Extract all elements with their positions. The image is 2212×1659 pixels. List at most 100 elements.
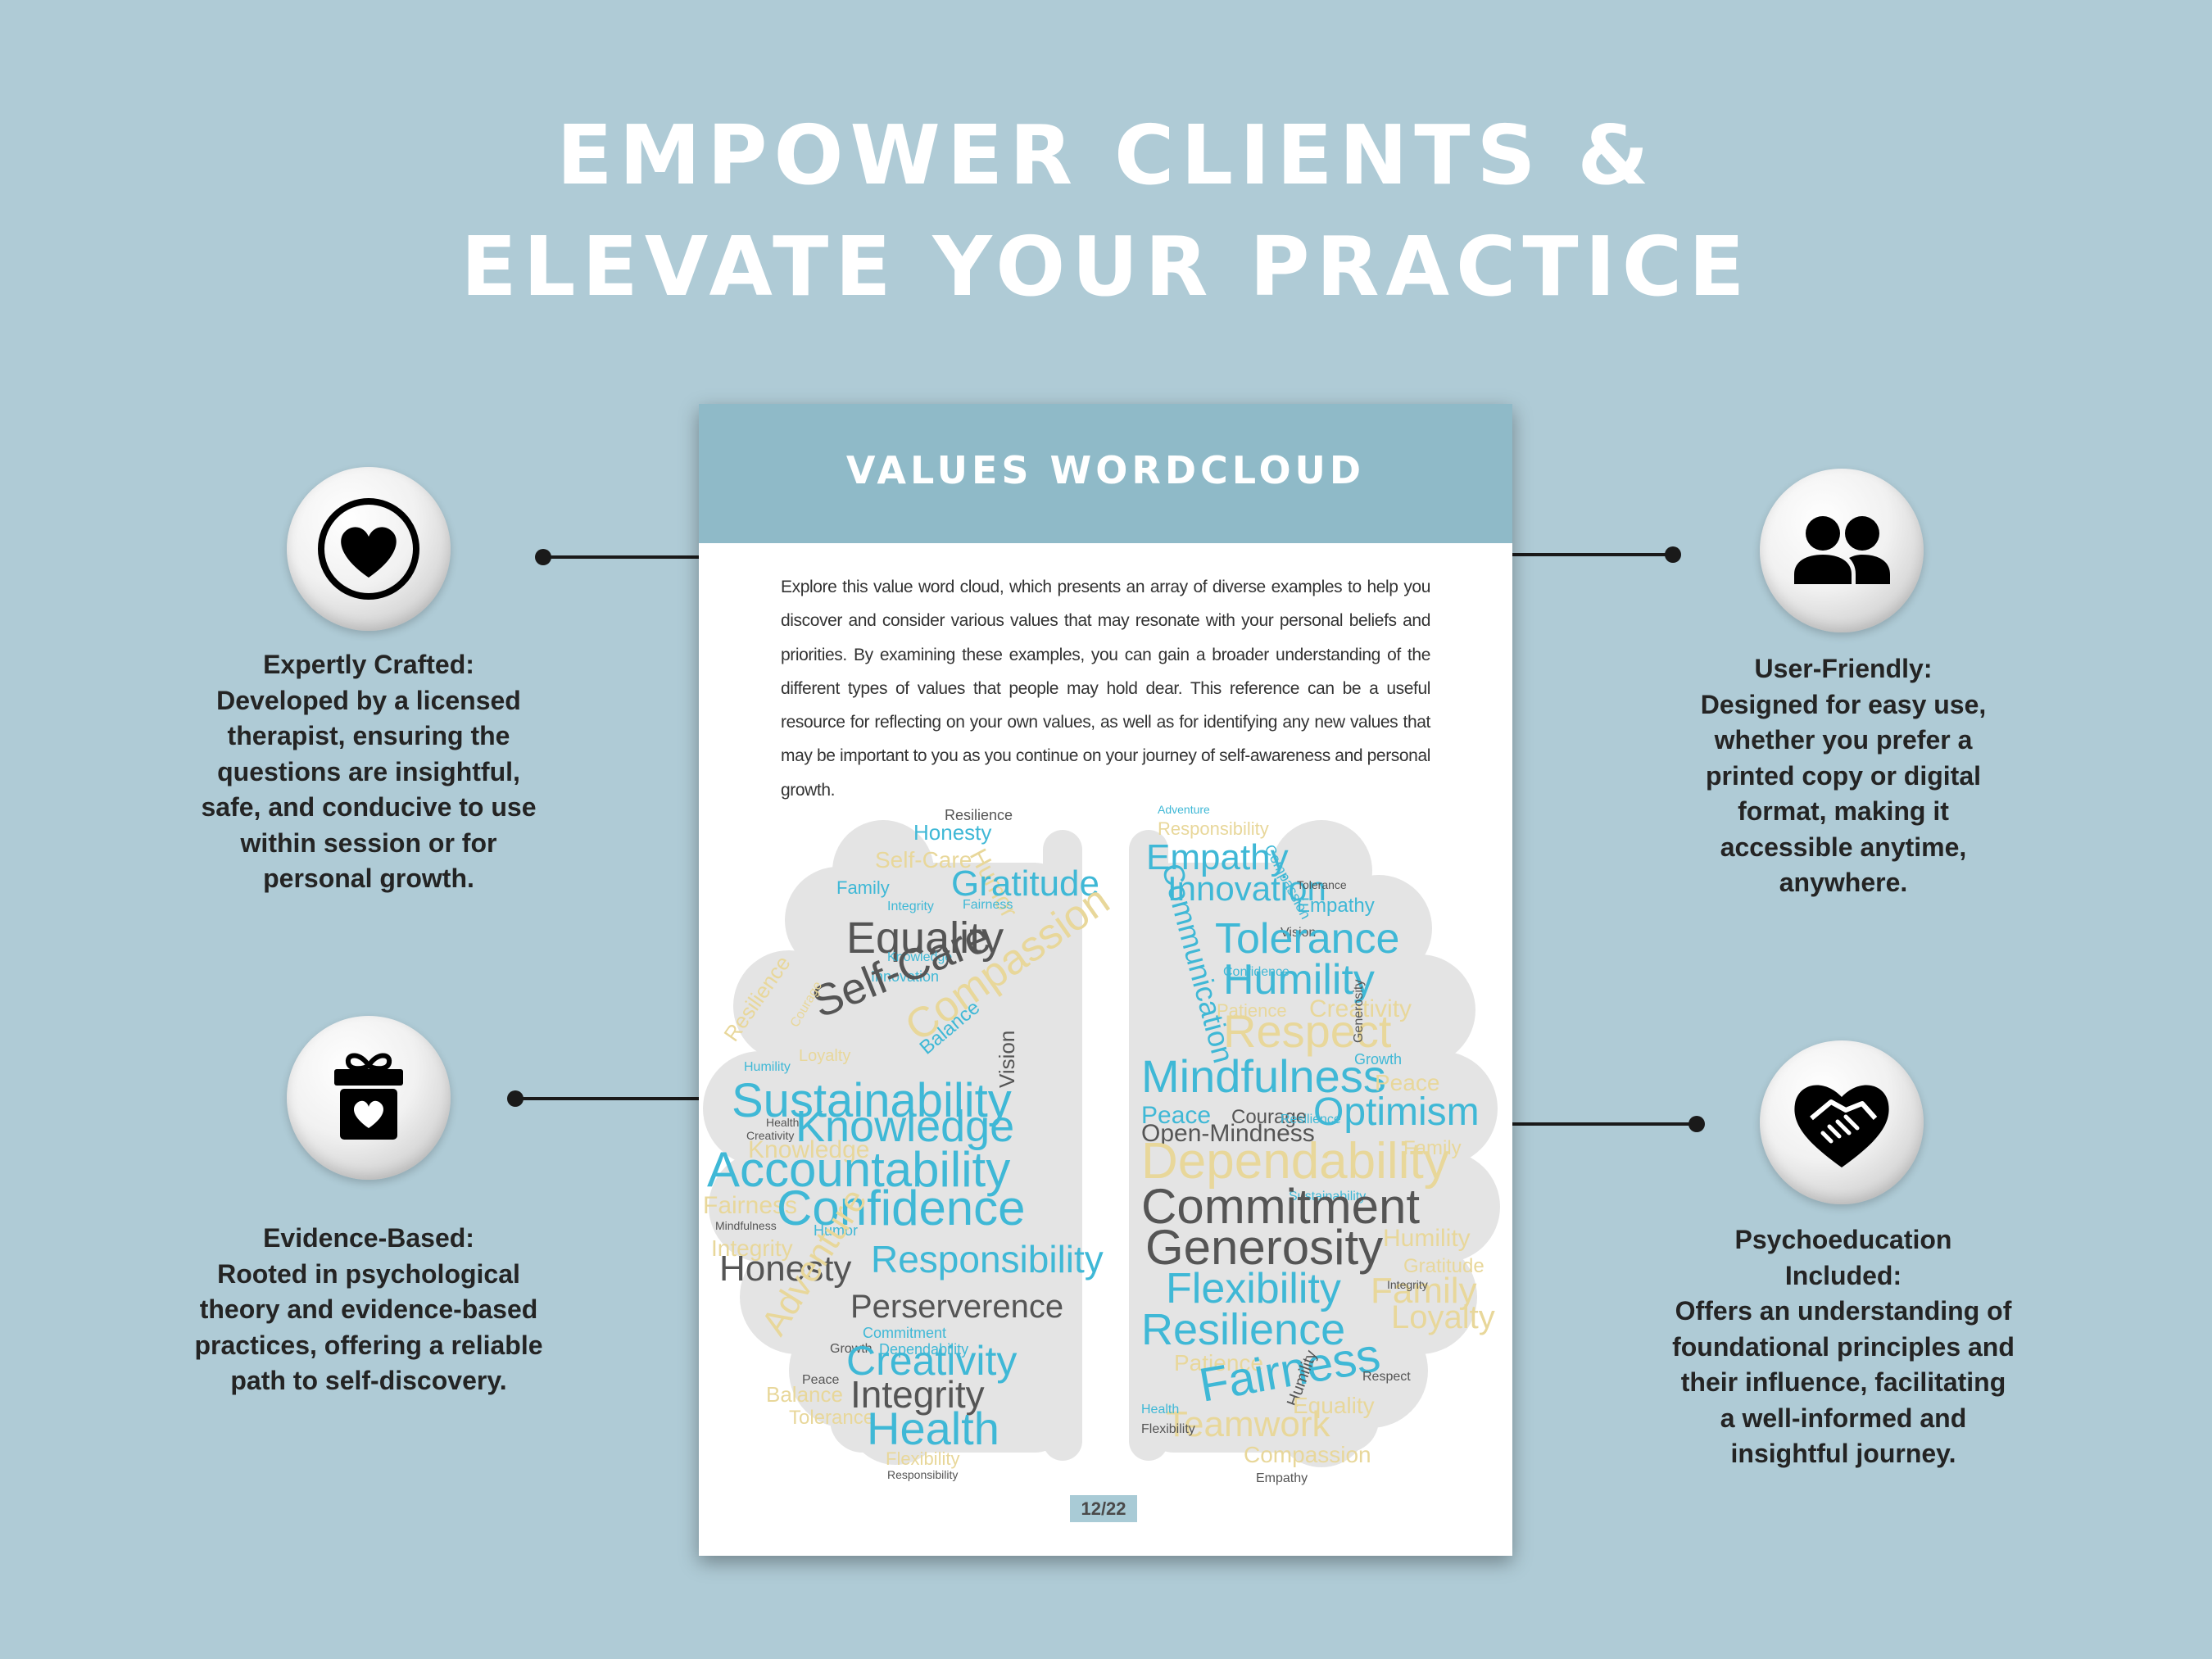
connector-line-top-left	[542, 555, 700, 559]
wordcloud-word: Self-Care	[875, 847, 972, 873]
wordcloud-word: Health	[867, 1403, 999, 1454]
wordcloud-word: Dependability	[879, 1341, 968, 1358]
wordcloud-word: Humility	[744, 1060, 791, 1074]
feature-evidence-based: Evidence-Based: Rooted in psychological …	[188, 1221, 549, 1399]
wordcloud-word: Optimism	[1313, 1090, 1480, 1134]
wordcloud-word: Dependability	[1141, 1133, 1449, 1190]
wordcloud-word: Integrity	[850, 1373, 985, 1416]
wordcloud-word: Empathy	[1146, 837, 1289, 877]
wordcloud-word: Mindfulness	[1141, 1050, 1386, 1102]
wordcloud-right-hemisphere: AdventureResponsibilityEmpathyCompassion…	[1141, 803, 1495, 1485]
document-page: VALUES WORDCLOUD Explore this value word…	[699, 404, 1512, 1556]
feature-expertly-crafted: Expertly Crafted: Developed by a license…	[197, 647, 541, 897]
connector-line-bottom-left	[514, 1097, 700, 1100]
wordcloud-word: Responsibility	[887, 1468, 958, 1481]
wordcloud-word: Flexibility	[1166, 1265, 1341, 1312]
wordcloud-word: Generosity	[1145, 1220, 1383, 1275]
feature-user-friendly: User-Friendly: Designed for easy use, wh…	[1671, 651, 2015, 901]
wordcloud-word: Empathy	[1297, 895, 1375, 917]
wordcloud-word: Accountability	[707, 1142, 1010, 1197]
brain-shape	[703, 820, 1500, 1467]
wordcloud-word: Empathy	[1256, 1471, 1308, 1485]
wordcloud-word: Open-Mindness	[1141, 1120, 1315, 1147]
connector-line-bottom-right	[1512, 1122, 1697, 1126]
wordcloud-word: Sustainability	[732, 1074, 1012, 1127]
headline-line-1: EMPOWER CLIENTS &	[556, 107, 1656, 203]
feature-title: Psychoeducation Included:	[1734, 1225, 1952, 1290]
wordcloud-word: Balance	[766, 1382, 843, 1407]
wordcloud-word: Family	[836, 877, 890, 898]
wordcloud-word: Gratitude	[1403, 1255, 1484, 1277]
wordcloud-word: Knowledge	[796, 1102, 1014, 1151]
wordcloud-word: Confidence	[777, 1181, 1026, 1235]
users-icon	[1794, 516, 1890, 584]
document-title: VALUES WORDCLOUD	[845, 448, 1366, 492]
wordcloud-word: Growth	[830, 1342, 873, 1356]
wordcloud-word: Vision	[995, 1031, 1019, 1088]
wordcloud-word: Resilience	[945, 807, 1013, 823]
connector-line-top-right	[1512, 553, 1673, 556]
wordcloud-word: Integrity	[1387, 1278, 1428, 1291]
wordcloud-word: Responsibility	[1158, 818, 1269, 839]
page-number: 12/22	[1070, 1495, 1137, 1522]
wordcloud-word: Compassion	[1244, 1442, 1371, 1467]
wordcloud-word: Fairness	[703, 1192, 797, 1219]
wordcloud-word: Peace	[802, 1373, 839, 1387]
wordcloud-word: Integrity	[887, 900, 934, 913]
wordcloud-word: Gratitude	[951, 863, 1099, 904]
feature-description: Offers an understanding of foundational …	[1672, 1296, 2015, 1468]
wordcloud-word: Honesty	[913, 820, 991, 845]
badge-expertly-crafted	[287, 467, 451, 631]
wordcloud-word: Commitment	[863, 1325, 946, 1341]
wordcloud-word: Respect	[1362, 1370, 1411, 1384]
wordcloud-word: Tolerance	[1215, 915, 1399, 963]
feature-psychoeducation: Psychoeducation Included: Offers an unde…	[1671, 1222, 2015, 1472]
heart-handshake-icon	[1794, 1085, 1889, 1167]
wordcloud-word: Mindfulness	[715, 1219, 777, 1232]
badge-evidence-based	[287, 1016, 451, 1180]
document-intro: Explore this value word cloud, which pre…	[781, 578, 1430, 800]
wordcloud-word: Innovation	[1167, 869, 1326, 908]
wordcloud-word: Innovation	[871, 968, 939, 985]
wordcloud-word: Tolerance	[1297, 878, 1347, 891]
wordcloud-word: Flexibility	[1141, 1422, 1195, 1436]
badge-user-friendly	[1760, 469, 1924, 632]
wordcloud-word: Honesty	[719, 1249, 851, 1289]
wordcloud-word: Courage	[1231, 1106, 1307, 1128]
wordcloud-word: Knowledge	[748, 1136, 869, 1163]
wordcloud-word: Flexibility	[886, 1448, 959, 1469]
feature-title: Evidence-Based:	[263, 1223, 474, 1253]
gift-heart-icon	[334, 1053, 403, 1140]
wordcloud-word: Humility	[1223, 956, 1375, 1004]
wordcloud-word: Tolerance	[789, 1407, 874, 1429]
wordcloud-word: Equality	[1293, 1393, 1375, 1418]
wordcloud-word: Resilience	[1141, 1305, 1345, 1354]
wordcloud-word: Teamwork	[1166, 1404, 1330, 1444]
feature-description: Designed for easy use, whether you prefe…	[1700, 689, 1987, 898]
wordcloud-word: Respect	[1223, 1005, 1392, 1057]
wordcloud-word: Knowledge	[887, 950, 952, 964]
heart-circle-icon	[318, 498, 419, 600]
feature-description: Rooted in psychological theory and evide…	[194, 1258, 543, 1396]
wordcloud-word: Resilience	[1281, 1113, 1341, 1126]
wordcloud-word: Commitment	[1141, 1179, 1420, 1234]
wordcloud-word: Humility	[1383, 1225, 1471, 1252]
wordcloud-word: Peace	[1375, 1070, 1439, 1095]
wordcloud-word: Peace	[1141, 1102, 1211, 1129]
wordcloud-word: Generosity	[1352, 980, 1366, 1043]
headline-line-2: ELEVATE YOUR PRACTICE	[460, 219, 1752, 315]
wordcloud-word: Confidence	[1223, 965, 1290, 979]
wordcloud-word: Growth	[1354, 1051, 1402, 1067]
feature-description: Developed by a licensed therapist, ensur…	[201, 685, 537, 894]
wordcloud-word: Equality	[846, 913, 1004, 963]
wordcloud-word: Patience	[1217, 1000, 1287, 1021]
wordcloud-word: Health	[1141, 1403, 1179, 1416]
wordcloud-word: Responsibility	[871, 1238, 1104, 1281]
wordcloud-word: Loyalty	[1391, 1299, 1495, 1335]
connector-dot-bottom-right	[1688, 1116, 1705, 1132]
wordcloud-word: Adventure	[1158, 803, 1210, 816]
wordcloud-word: Family	[1403, 1137, 1462, 1159]
wordcloud-word: Sustainability	[1289, 1190, 1366, 1203]
wordcloud-word: Health	[766, 1116, 799, 1129]
wordcloud-word: Creativity	[1309, 995, 1412, 1022]
